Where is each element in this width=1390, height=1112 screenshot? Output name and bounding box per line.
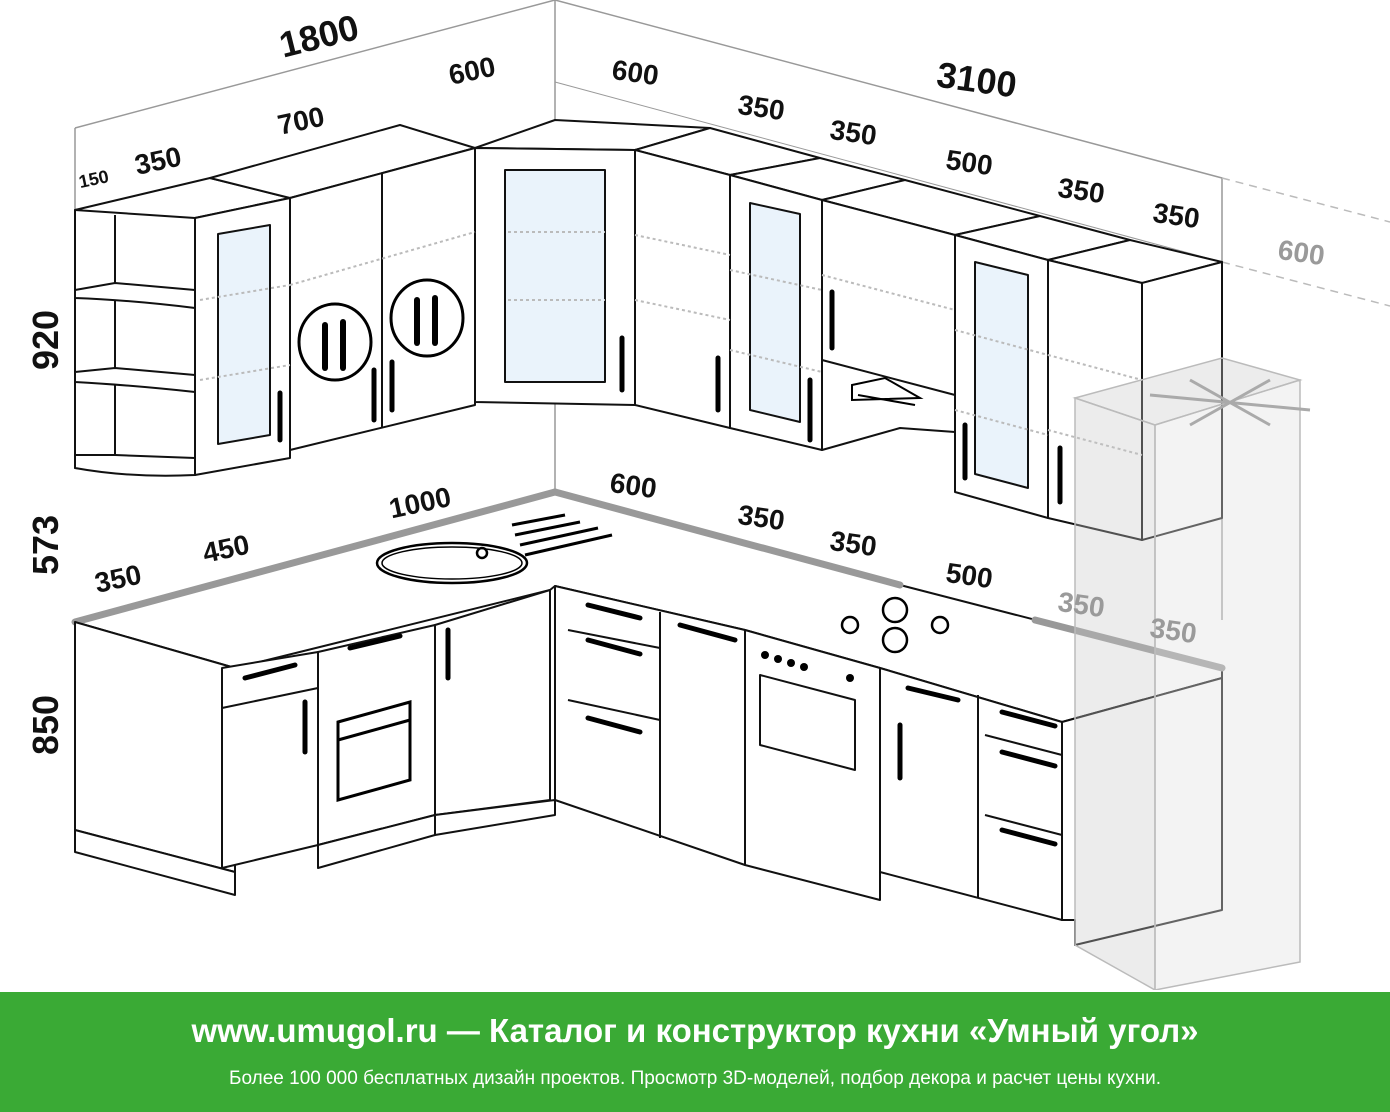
sink-icon <box>375 513 613 585</box>
lower-handles-left <box>242 627 451 755</box>
dimension-height-1: 573 <box>25 515 66 575</box>
dimension-top-6: 150 <box>77 166 111 192</box>
dimension-top-0: 1800 <box>275 6 363 65</box>
countertop-back-edge <box>71 488 1226 672</box>
lower-handles-right <box>585 602 1058 847</box>
upper-cabinets-right <box>474 119 1223 541</box>
footer-subtitle: Более 100 000 бесплатных дизайн проектов… <box>229 1068 1161 1089</box>
upper-cabinets-left <box>74 124 476 477</box>
lower-cabinets-right <box>554 585 1223 946</box>
upper-handles-right <box>619 289 1063 505</box>
dimension-counter-1: 450 <box>200 529 252 569</box>
dimension-top-3: 600 <box>610 54 661 91</box>
dimension-top-4: 700 <box>275 101 327 141</box>
dimension-counter-3: 600 <box>608 467 659 504</box>
footer-title[interactable]: www.umugol.ru — Каталог и конструктор ку… <box>191 1012 1199 1049</box>
lower-cabinets-left <box>74 589 556 896</box>
dimension-counter-2: 1000 <box>386 481 453 524</box>
dimension-top-7: 350 <box>736 89 787 126</box>
footer-banner: www.umugol.ru — Каталог и конструктор ку… <box>0 992 1390 1112</box>
dimension-counter-0: 350 <box>92 559 144 599</box>
fridge-dimension-lines <box>1221 177 1390 307</box>
dimension-top-11: 350 <box>1151 197 1202 234</box>
dimension-counter-8: 350 <box>1148 612 1199 649</box>
dimension-height-2: 850 <box>25 695 66 755</box>
snowflake-icon <box>1149 378 1311 427</box>
kitchen-layout-drawing: 1800 3100 600 600 700 350 150 350 350 500 350 350 60… <box>25 0 1390 990</box>
cutlery-icon <box>297 278 465 382</box>
dimension-top-10: 350 <box>1056 172 1107 209</box>
stove-knobs-icon <box>761 651 854 682</box>
dimension-height-0: 920 <box>25 310 66 370</box>
hood-vent-icon <box>851 376 924 406</box>
dimension-top-1: 3100 <box>934 54 1019 106</box>
dimension-counter-6: 500 <box>944 557 995 594</box>
dishwasher-icon <box>336 700 412 802</box>
stove-burners-icon <box>840 596 950 654</box>
dimension-top-2: 600 <box>446 51 498 91</box>
shelf-lines <box>199 231 1143 456</box>
dimension-top-8: 350 <box>828 114 879 151</box>
fridge <box>1072 357 1303 990</box>
dimension-fridge: 600 <box>1276 234 1327 271</box>
dimension-counter-7: 350 <box>1056 586 1107 623</box>
dimension-counter-4: 350 <box>736 499 787 536</box>
upper-handles-left <box>277 359 395 443</box>
dimension-labels: 1800 3100 600 600 700 350 150 350 350 500 350 350 60… <box>25 6 1327 755</box>
dimension-counter-5: 350 <box>828 525 879 562</box>
dimension-top-9: 500 <box>944 144 995 181</box>
dimension-top-5: 350 <box>132 141 184 181</box>
